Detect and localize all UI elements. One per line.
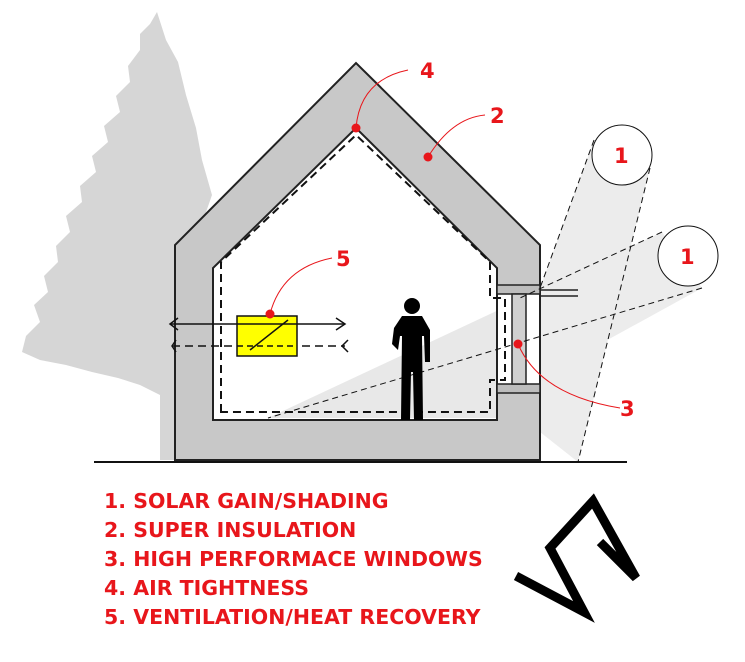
callout-3-label: 3 (620, 397, 635, 421)
callout-1-top-label: 1 (614, 144, 629, 168)
sun-circle-top (591, 124, 653, 186)
solar-beams (268, 140, 702, 462)
legend-item: 4. AIR TIGHTNESS (104, 576, 309, 600)
sunlit-floor (268, 300, 520, 418)
sun-circle-right (657, 225, 719, 287)
air-tightness-barrier (220, 133, 506, 413)
sun-rays (267, 139, 703, 463)
legend-item: 2. SUPER INSULATION (104, 518, 357, 542)
logo-mark (513, 493, 640, 623)
legend-item: 3. HIGH PERFORMACE WINDOWS (104, 547, 483, 571)
callout-1-right-label: 1 (680, 245, 695, 269)
heat-recovery-unit (236, 315, 298, 357)
callout-2-label: 2 (490, 104, 505, 128)
callout-lines (269, 69, 621, 409)
person-icon (392, 298, 430, 420)
callout-5-label: 5 (336, 247, 351, 271)
legend-item: 1. SOLAR GAIN/SHADING (104, 489, 389, 513)
callout-4-label: 4 (420, 59, 435, 83)
solar-beam-right (520, 232, 702, 388)
legend-list: 1. SOLAR GAIN/SHADING 2. SUPER INSULATIO… (104, 487, 483, 632)
legend-item: 5. VENTILATION/HEAT RECOVERY (104, 605, 481, 629)
callout-dots (265, 123, 523, 349)
